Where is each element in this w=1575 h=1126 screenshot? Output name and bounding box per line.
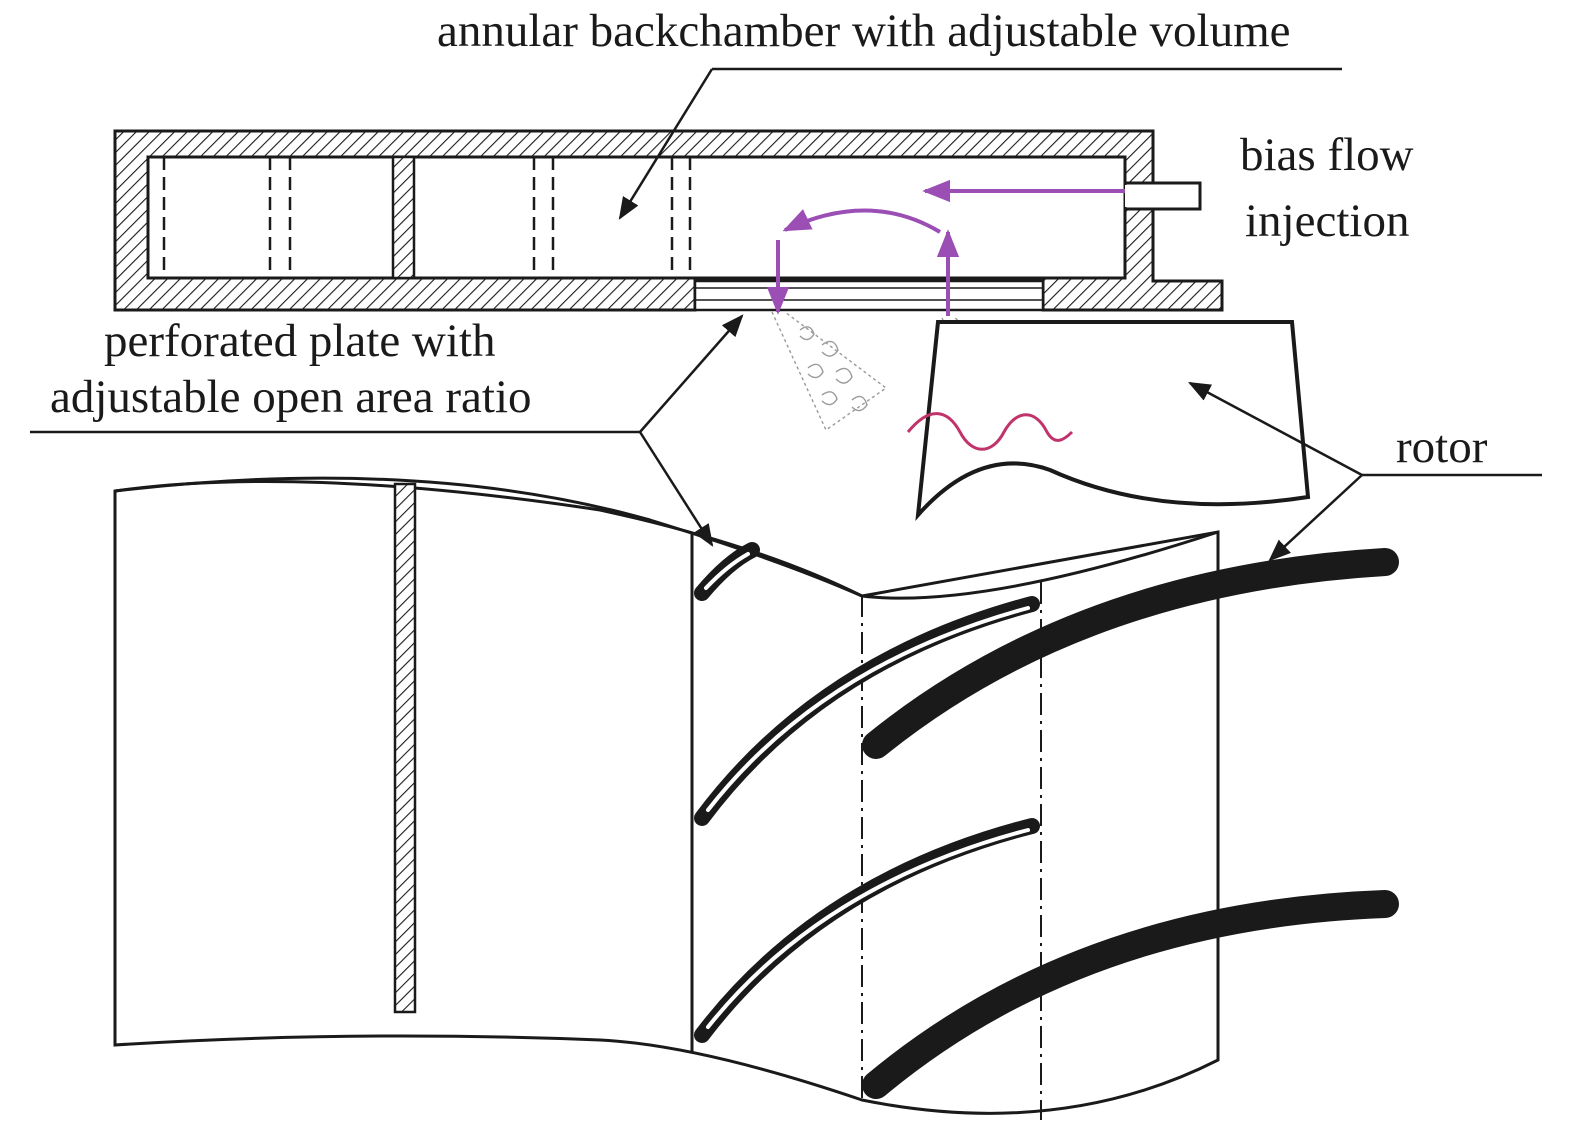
- bias-flow-arrows: [766, 179, 1125, 316]
- blade-thin-2: [694, 596, 1040, 826]
- rotor-blade-section: [915, 320, 1311, 521]
- recirculation-arrow: [782, 208, 942, 234]
- blade-thin-3: [694, 818, 1040, 1043]
- blade-thick-2: [862, 890, 1399, 1099]
- rotor-label: rotor: [1396, 421, 1488, 473]
- vortex-cone-left: [771, 311, 888, 432]
- leader-lines: [30, 67, 1542, 562]
- bias-flow-tube: [1123, 181, 1202, 211]
- plate-label-line1: perforated plate with: [104, 315, 496, 367]
- backchamber-leader: [618, 68, 714, 220]
- blade-thin-1: [694, 542, 760, 601]
- rotor-leader-down: [1268, 474, 1363, 562]
- rotor-blades: [694, 542, 1399, 1099]
- acoustic-wave: [906, 412, 1074, 451]
- perforated-plate: [693, 279, 1045, 312]
- plate-leader-up: [639, 314, 744, 433]
- backchamber: [113, 129, 1224, 312]
- backchamber-label: annular backchamber with adjustable volu…: [437, 5, 1291, 57]
- casing-hatched-strip: [393, 482, 417, 1014]
- casing-perspective: [113, 476, 1220, 1120]
- chamber-partition: [391, 155, 416, 280]
- plate-leader-down: [638, 431, 714, 547]
- bias-flow-label-line2: injection: [1245, 195, 1410, 247]
- plate-label-line2: adjustable open area ratio: [50, 371, 532, 423]
- rotor-leader-up: [1188, 381, 1363, 477]
- bias-flow-label-line1: bias flow: [1240, 129, 1414, 181]
- adjustable-partitions: [162, 157, 692, 278]
- blade-thick-1: [862, 548, 1399, 759]
- casing-outline: [113, 480, 1220, 1115]
